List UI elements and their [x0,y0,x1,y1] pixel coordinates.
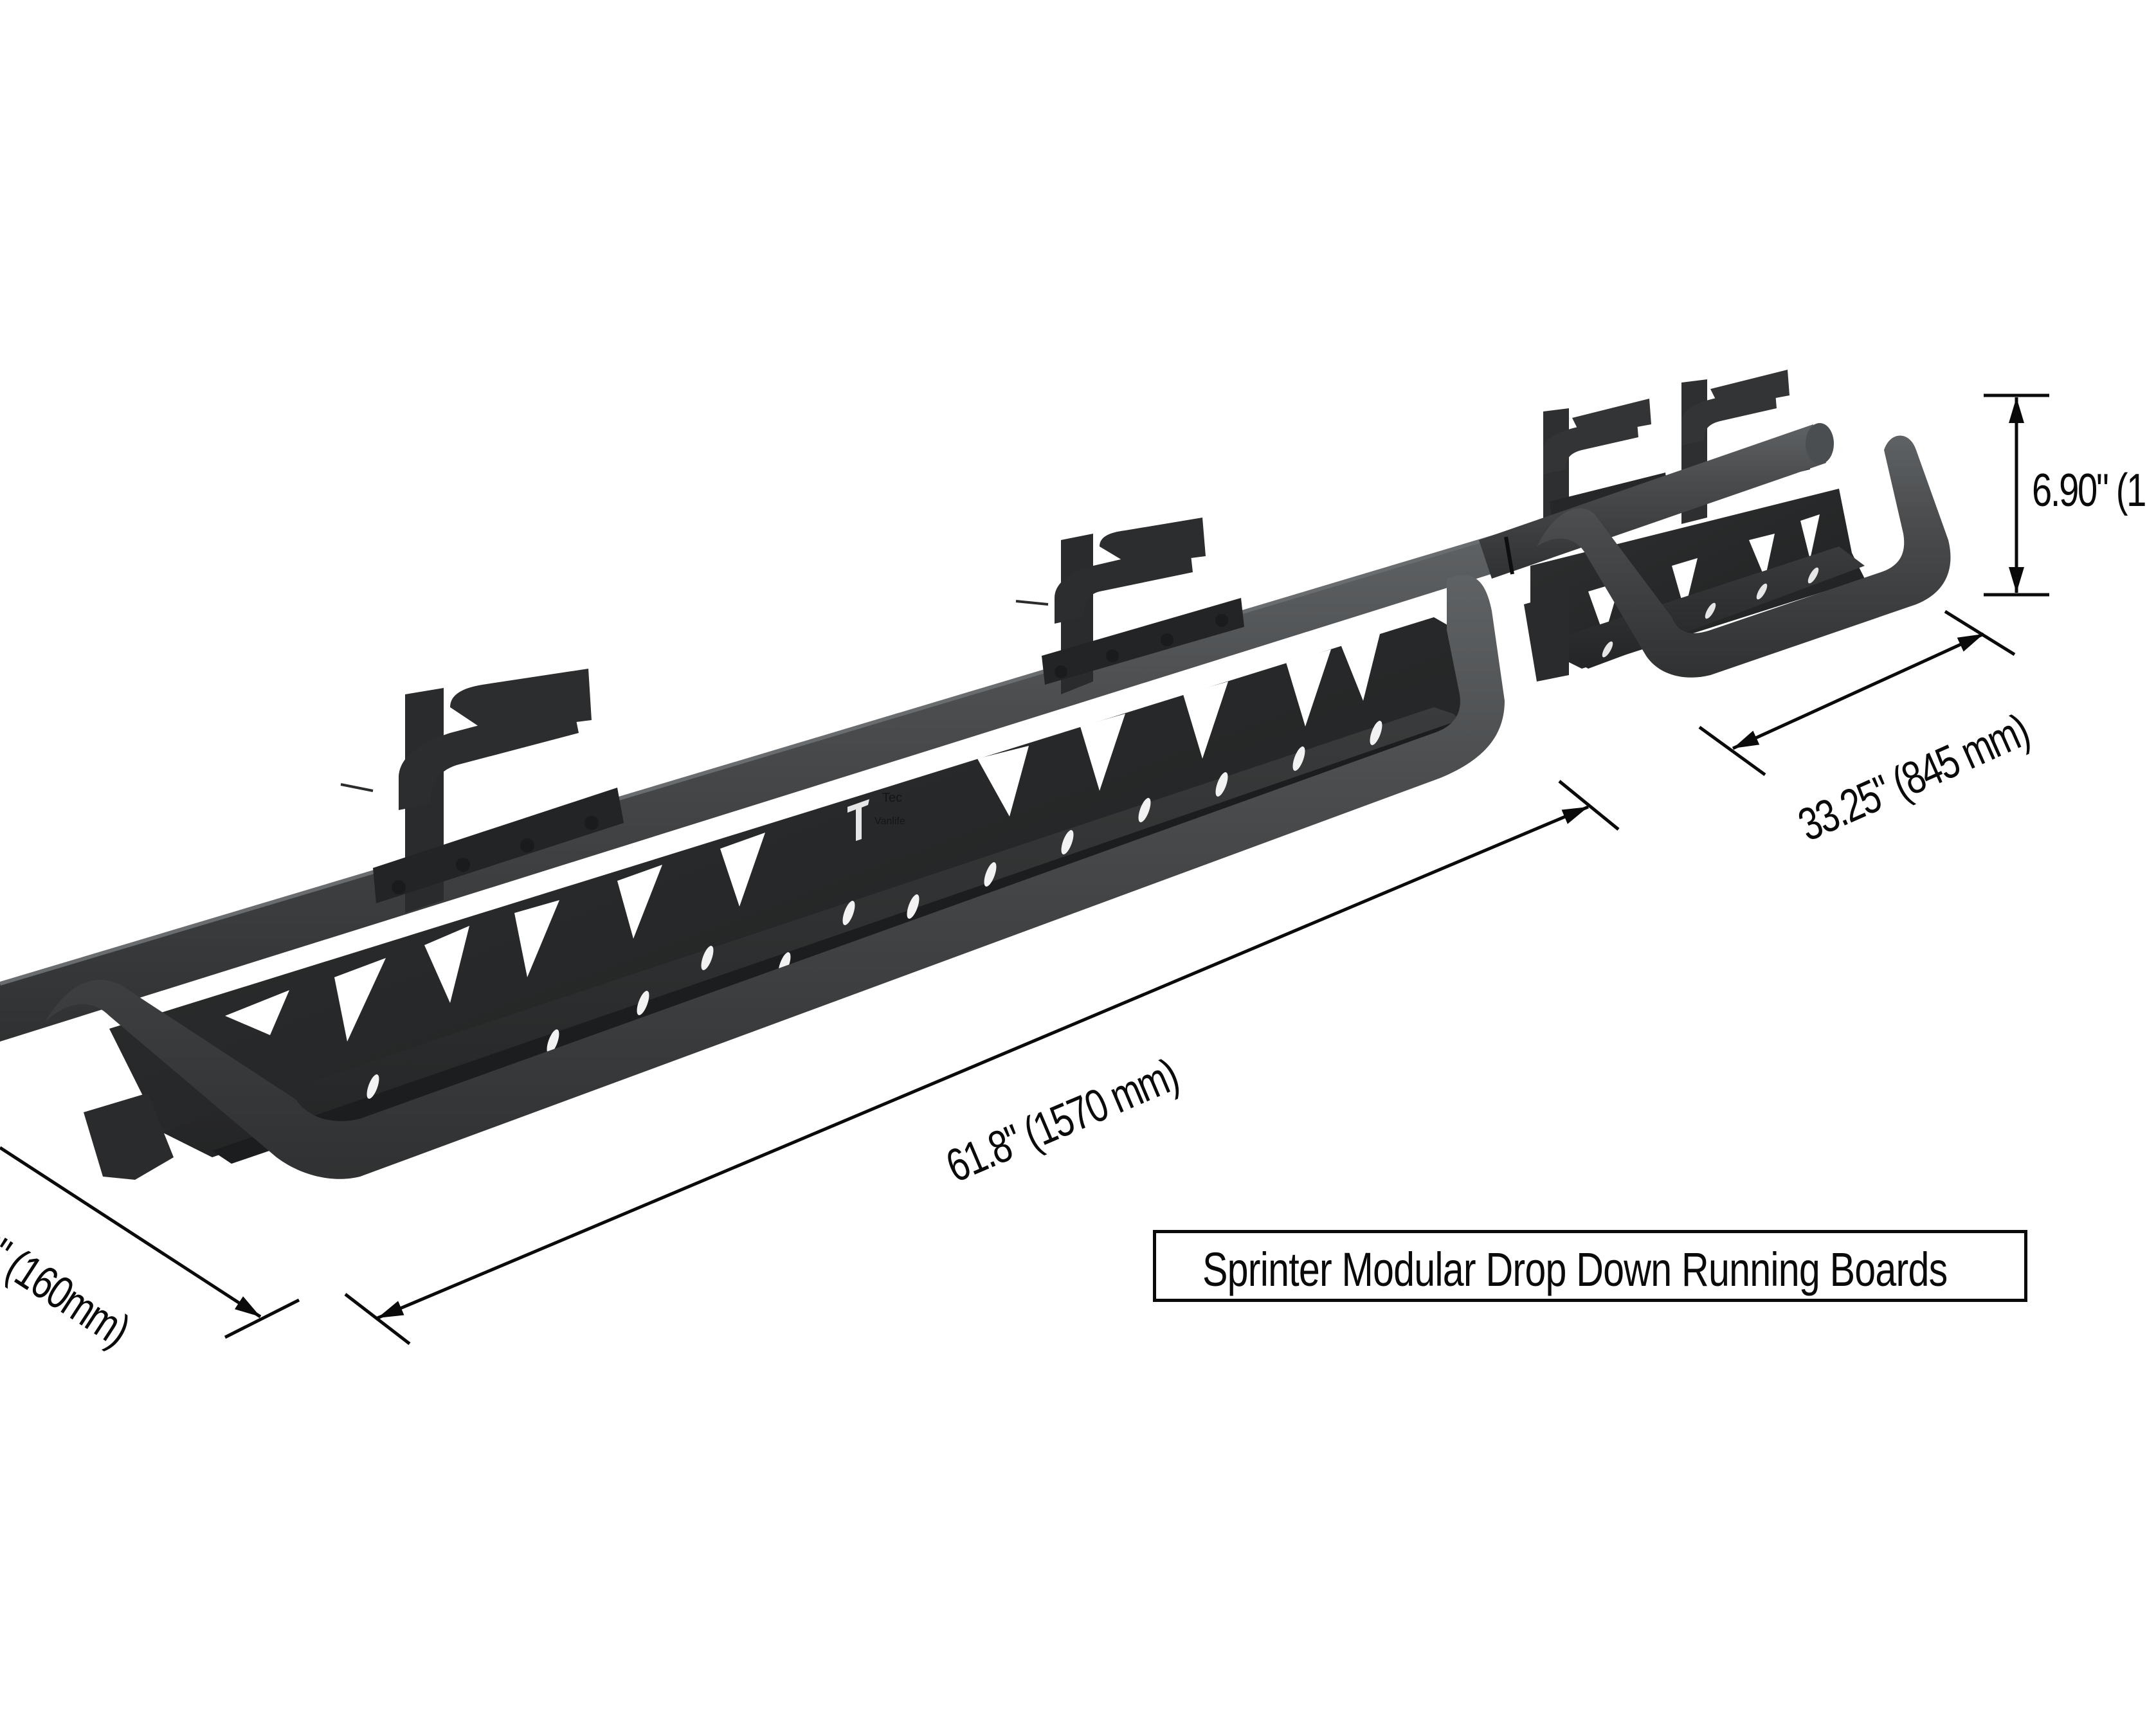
dimension-annotations [0,393,2049,1345]
product-title-box: Sprinter Modular Drop Down Running Board… [1153,1230,2027,1302]
step-length-dimension [1698,610,2016,777]
long-running-board: Tec Vanlife [0,532,1517,1180]
end-foot-bracket [84,1093,174,1180]
height-dimension-label: 6.90" (1 [2032,465,2146,516]
board-length-dimension [344,780,1620,1345]
svg-text:Tec: Tec [882,791,902,805]
depth-dimension [0,1146,300,1339]
mounting-bracket-2 [1015,518,1244,694]
step-loop-tube [1537,435,1951,678]
long-board-back-plate [109,617,1479,1132]
product-title: Sprinter Modular Drop Down Running Board… [1202,1243,1948,1296]
tube-joint-ring [1504,536,1514,575]
svg-text:Vanlife: Vanlife [874,816,905,827]
height-dimension [1984,393,2049,597]
short-step-board [1479,370,1951,682]
